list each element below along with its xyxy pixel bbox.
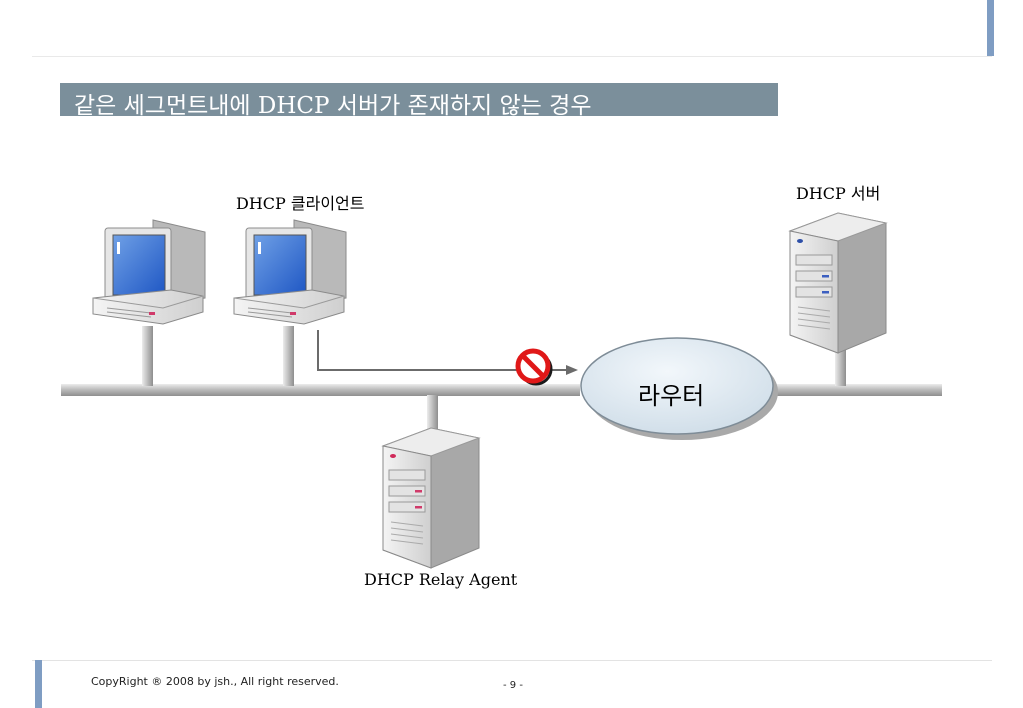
- top-accent-bar: [987, 0, 994, 56]
- page-number: - 9 -: [503, 680, 523, 691]
- network-backbone: [61, 384, 942, 396]
- router-cloud-icon: [580, 337, 778, 440]
- footer-copyright: CopyRight ® 2008 by jsh., All right rese…: [91, 675, 339, 688]
- drop-lines: [142, 326, 846, 433]
- bottom-divider: [32, 660, 992, 661]
- tower-server-icon: [381, 427, 481, 569]
- relay-agent-label: DHCP Relay Agent: [364, 570, 518, 589]
- desktop-computer-icon: [92, 219, 206, 325]
- tower-server-icon: [788, 212, 888, 354]
- top-divider: [32, 56, 992, 57]
- dhcp-client-label: DHCP 클라이언트: [236, 194, 365, 213]
- bottom-accent-bar: [35, 660, 42, 708]
- desktop-computer-icon: [233, 219, 347, 325]
- title-bar: 같은 세그먼트내에 DHCP 서버가 존재하지 않는 경우: [60, 83, 778, 119]
- slide-title: 같은 세그먼트내에 DHCP 서버가 존재하지 않는 경우: [74, 93, 592, 119]
- router-label: 라우터: [638, 382, 705, 410]
- broadcast-arrow: [317, 330, 578, 375]
- prohibited-icon: [515, 348, 553, 386]
- dhcp-server-label: DHCP 서버: [796, 184, 881, 203]
